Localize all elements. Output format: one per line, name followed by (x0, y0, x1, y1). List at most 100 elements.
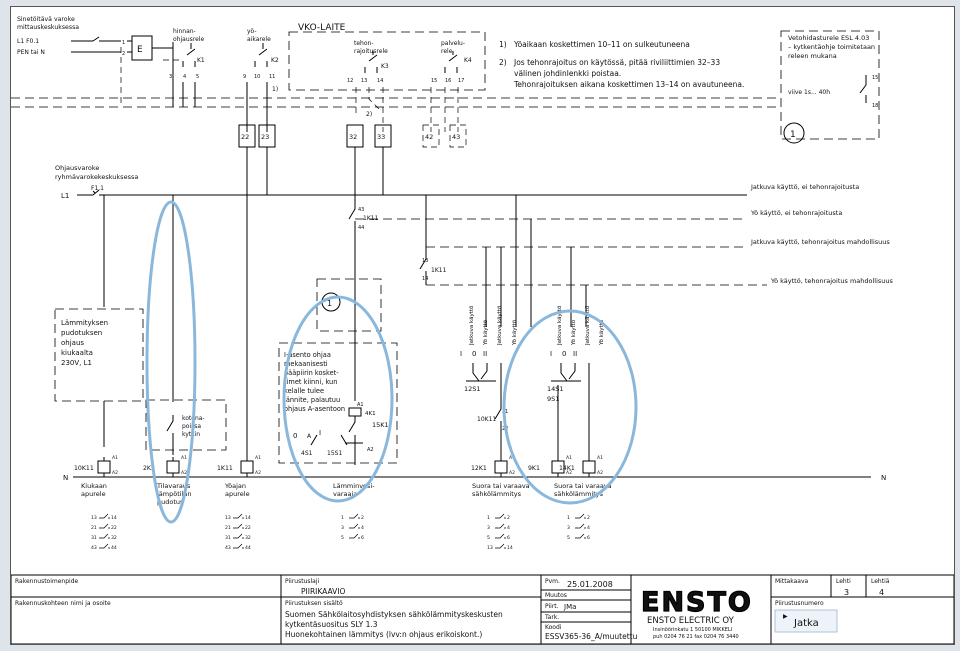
relay-title-k1: hinnan- (173, 28, 196, 35)
svg-text:1: 1 (327, 299, 332, 308)
contact-num: 32 (245, 535, 251, 541)
tb-lehtia: 4 (879, 588, 884, 597)
svg-text:Piirustusnumero: Piirustusnumero (775, 600, 824, 607)
bottom-label: Yöajan (224, 482, 246, 490)
svg-text:230V, L1: 230V, L1 (61, 359, 92, 367)
svg-text:A1: A1 (112, 455, 118, 461)
contact-num: 1 (487, 515, 490, 521)
highlight-ellipse-1 (145, 200, 197, 524)
svg-text:2): 2) (499, 58, 507, 67)
svg-text:K3: K3 (381, 63, 389, 70)
terminal-label: 32 (349, 133, 357, 141)
svg-text:Insinöörinkatu 1 50100 MIKKE: Insinöörinkatu 1 50100 MIKKELI (653, 627, 732, 633)
coil-label: 1K11 (217, 465, 233, 472)
svg-text:Tark.: Tark. (544, 614, 559, 621)
svg-text:puh 0204 76 21 fax 0204 76 34: puh 0204 76 21 fax 0204 76 3440 (653, 634, 739, 640)
notes: 1) Yöaikaan koskettimen 10–11 on sulkeut… (499, 40, 744, 89)
l1-group: L1 (61, 192, 69, 200)
svg-text:Koodi: Koodi (545, 624, 562, 631)
svg-text:1K11: 1K11 (431, 267, 447, 274)
svg-text:10: 10 (254, 74, 260, 80)
svg-text:13: 13 (361, 78, 367, 84)
contact-num: 2 (587, 515, 590, 521)
contact-num: 14 (507, 545, 513, 551)
svg-text:15: 15 (872, 75, 878, 81)
svg-text:ohjaus A-asentoon: ohjaus A-asentoon (284, 405, 345, 413)
coil-label: 2K2 (143, 465, 155, 472)
tb-piirustuslaji: PIIRIKAAVIO (301, 587, 345, 596)
bottom-label: apurele (225, 490, 250, 498)
svg-text:rele: rele (441, 48, 453, 55)
top-section: Sinetöitävä varoke mittauskeskuksessa L1… (11, 16, 880, 140)
jatka-icon: ▶ (783, 613, 788, 620)
note-1: Yöaikaan koskettimen 10–11 on sulkeutune… (513, 40, 690, 49)
tb-rakennuskohde: Rakennuskohteen nimi ja osoite (15, 600, 111, 607)
svg-text:A1: A1 (509, 455, 515, 461)
contact-num: 31 (225, 535, 231, 541)
relay-title-k2-b: aikarele (247, 36, 271, 43)
svg-text:Mittakaava: Mittakaava (775, 578, 808, 585)
veto-line-1: Vetohidasturele ESL 4.03 (788, 34, 869, 42)
svg-text:jännite, palautuu: jännite, palautuu (283, 396, 340, 404)
jatka-button[interactable]: ▶ Jatka (774, 609, 838, 633)
selector-label: Jatkuva käyttö (585, 305, 591, 346)
contact-num: 3 (567, 525, 570, 531)
svg-text:4: 4 (183, 74, 186, 80)
veto-box (780, 30, 880, 140)
contact-num: 13 (91, 515, 97, 521)
svg-text:K4: K4 (464, 57, 472, 64)
svg-text:A1: A1 (181, 455, 187, 461)
highlight-ellipse-3 (502, 309, 638, 505)
bottom-label: Kiukaan (81, 482, 107, 490)
svg-text:17: 17 (458, 78, 464, 84)
tb-date: 25.01.2008 (567, 580, 613, 589)
svg-text:1: 1 (790, 130, 796, 140)
timer-box-label: E (137, 45, 143, 55)
tb-sisalto-1: Suomen Sähkölaitosyhdistyksen sähkölämmi… (285, 610, 503, 619)
svg-text:0: 0 (293, 432, 297, 440)
svg-text:A2: A2 (566, 470, 572, 476)
contact-num: 5 (487, 535, 490, 541)
contact-num: 22 (245, 525, 251, 531)
svg-text:Lämmityksen: Lämmityksen (61, 319, 108, 327)
relay-col-k4: palvelu- rele K4 15 16 17 (431, 40, 472, 84)
selector-label: Jatkuva käyttö (557, 305, 563, 346)
terminal-label: 22 (241, 133, 249, 141)
svg-text:A2: A2 (509, 470, 515, 476)
svg-text:ohjaus: ohjaus (61, 339, 84, 347)
svg-text:mekaanisesti: mekaanisesti (284, 360, 328, 368)
schematic-sheet: Sinetöitävä varoke mittauskeskuksessa L1… (10, 6, 955, 645)
selector-label: Jatkuva käyttö (469, 305, 475, 346)
svg-text:1): 1) (499, 40, 507, 49)
n-left: N (63, 474, 68, 482)
terminal-label: 42 (425, 133, 433, 141)
svg-text:Piirustuslaji: Piirustuslaji (285, 578, 320, 585)
svg-text:10K11: 10K11 (477, 416, 496, 423)
jatka-label[interactable]: Jatka (793, 618, 819, 629)
coil-label: 10K11 (74, 465, 94, 472)
selector-label: Yö käyttö (599, 319, 605, 346)
source-label-2: mittauskeskuksessa (17, 24, 79, 31)
note-2c: Tehonrajoituksen aikana koskettimen 13–1… (513, 80, 744, 89)
svg-text:4S1: 4S1 (301, 450, 313, 457)
highlight-ellipse-2 (282, 295, 394, 503)
rails-section: Ohjausvaroke ryhmävarokekeskuksessa L1 F… (55, 164, 894, 286)
contact-num: 13 (225, 515, 231, 521)
svg-text:A1: A1 (255, 455, 261, 461)
svg-text:timet kiinni, kun: timet kiinni, kun (284, 378, 337, 386)
contact-num: 2 (361, 515, 364, 521)
contact-num: 4 (361, 525, 364, 531)
contact-num: 6 (361, 535, 364, 541)
terminal-label: 43 (452, 133, 460, 141)
svg-text:18: 18 (872, 103, 878, 109)
svg-text:1K11: 1K11 (363, 215, 379, 222)
bottom-label: Lämminvesi- (333, 482, 375, 490)
relay-col-k1: hinnan- ohjausrele K1 3 4 5 (169, 28, 205, 80)
contact-num: 14 (245, 515, 251, 521)
svg-text:A1: A1 (566, 455, 572, 461)
svg-text:II: II (483, 350, 487, 358)
svg-text:15S1: 15S1 (327, 450, 342, 457)
svg-text:I: I (550, 350, 552, 358)
contact-num: 44 (111, 545, 117, 551)
